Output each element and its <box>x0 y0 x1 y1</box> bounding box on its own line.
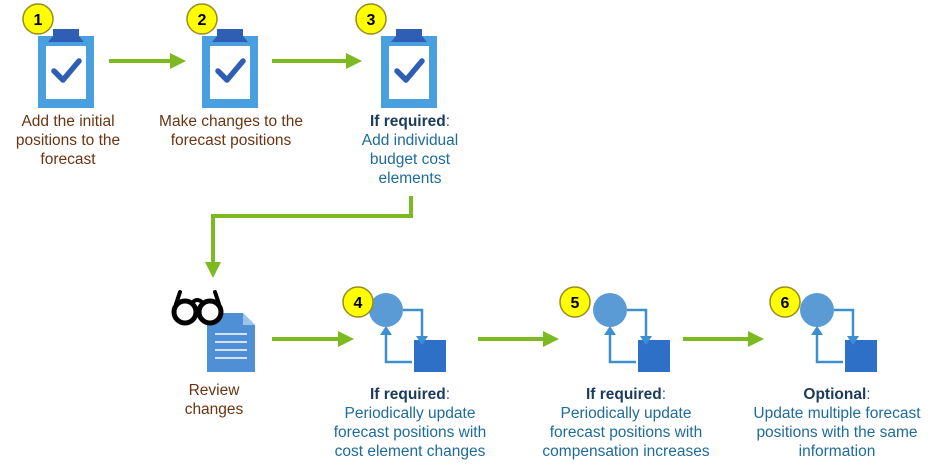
label-line: cost element changes <box>334 443 486 460</box>
arrow-1-2 <box>109 53 186 69</box>
arrow-2-3 <box>272 53 362 69</box>
badge-number: 4 <box>354 295 363 312</box>
step-6-label: Optional: Update multiple forecast posit… <box>736 385 938 461</box>
condition-text: If required <box>585 386 662 403</box>
condition-line: Optional: <box>736 385 938 404</box>
label-line: positions to the <box>15 132 121 149</box>
step-1-label: Add the initial positions to the forecas… <box>0 112 136 169</box>
badge-number: 5 <box>571 295 580 312</box>
step-4-label: If required: Periodically update forecas… <box>312 385 508 461</box>
condition-colon: : <box>866 386 871 403</box>
badge-number: 1 <box>34 12 43 29</box>
document-icon <box>207 313 255 372</box>
step-badge: 1 <box>22 3 54 35</box>
condition-line: If required: <box>312 385 508 404</box>
label-line: Periodically update <box>344 405 476 422</box>
label-line: Periodically update <box>560 405 692 422</box>
update-cycle-icon <box>367 291 448 374</box>
step-5-label: If required: Periodically update forecas… <box>528 385 724 461</box>
label-line: elements <box>378 170 442 187</box>
review-label: Review changes <box>164 381 264 419</box>
condition-text: If required <box>369 386 446 403</box>
label-line: Add individual <box>361 132 459 149</box>
badge-number: 6 <box>781 295 790 312</box>
label-line: Make changes to the <box>159 113 303 130</box>
label-line: forecast <box>40 151 96 168</box>
step-2-label: Make changes to the forecast positions <box>146 112 316 150</box>
label-line: Add the initial <box>21 113 115 130</box>
badge-number: 2 <box>198 12 207 29</box>
label-line: compensation increases <box>542 443 710 460</box>
condition-text: Optional <box>803 386 867 403</box>
update-cycle-icon <box>591 291 672 374</box>
label-line: forecast positions with <box>549 424 703 441</box>
label-line: forecast positions <box>170 132 292 149</box>
condition-text: If required <box>369 113 446 130</box>
step-badge: 4 <box>342 286 374 318</box>
step-3-label: If required: Add individual budget cost … <box>330 112 490 188</box>
condition-colon: : <box>661 386 667 403</box>
step-badge: 2 <box>186 3 218 35</box>
step-badge: 5 <box>559 286 591 318</box>
arrow-5-6 <box>683 331 764 347</box>
clipboard-check-icon <box>381 29 437 108</box>
label-line: forecast positions with <box>333 424 487 441</box>
clipboard-check-icon <box>202 29 258 108</box>
condition-line: If required: <box>528 385 724 404</box>
condition-line: If required: <box>330 112 490 131</box>
label-line: changes <box>184 401 244 418</box>
label-line: Review <box>188 382 240 399</box>
step-badge: 6 <box>769 286 801 318</box>
arrow-4-5 <box>478 331 559 347</box>
glasses-icon <box>171 290 224 326</box>
step-badge: 3 <box>355 3 387 35</box>
label-line: information <box>798 443 876 460</box>
clipboard-check-icon <box>38 29 94 108</box>
arrow-review-4 <box>272 331 354 347</box>
condition-colon: : <box>445 113 451 130</box>
badge-number: 3 <box>367 12 376 29</box>
label-line: budget cost <box>369 151 451 168</box>
label-line: Update multiple forecast <box>753 405 921 422</box>
arrow-3-review <box>205 196 413 278</box>
condition-colon: : <box>445 386 451 403</box>
update-cycle-icon <box>798 291 879 374</box>
label-line: positions with the same <box>756 424 918 441</box>
